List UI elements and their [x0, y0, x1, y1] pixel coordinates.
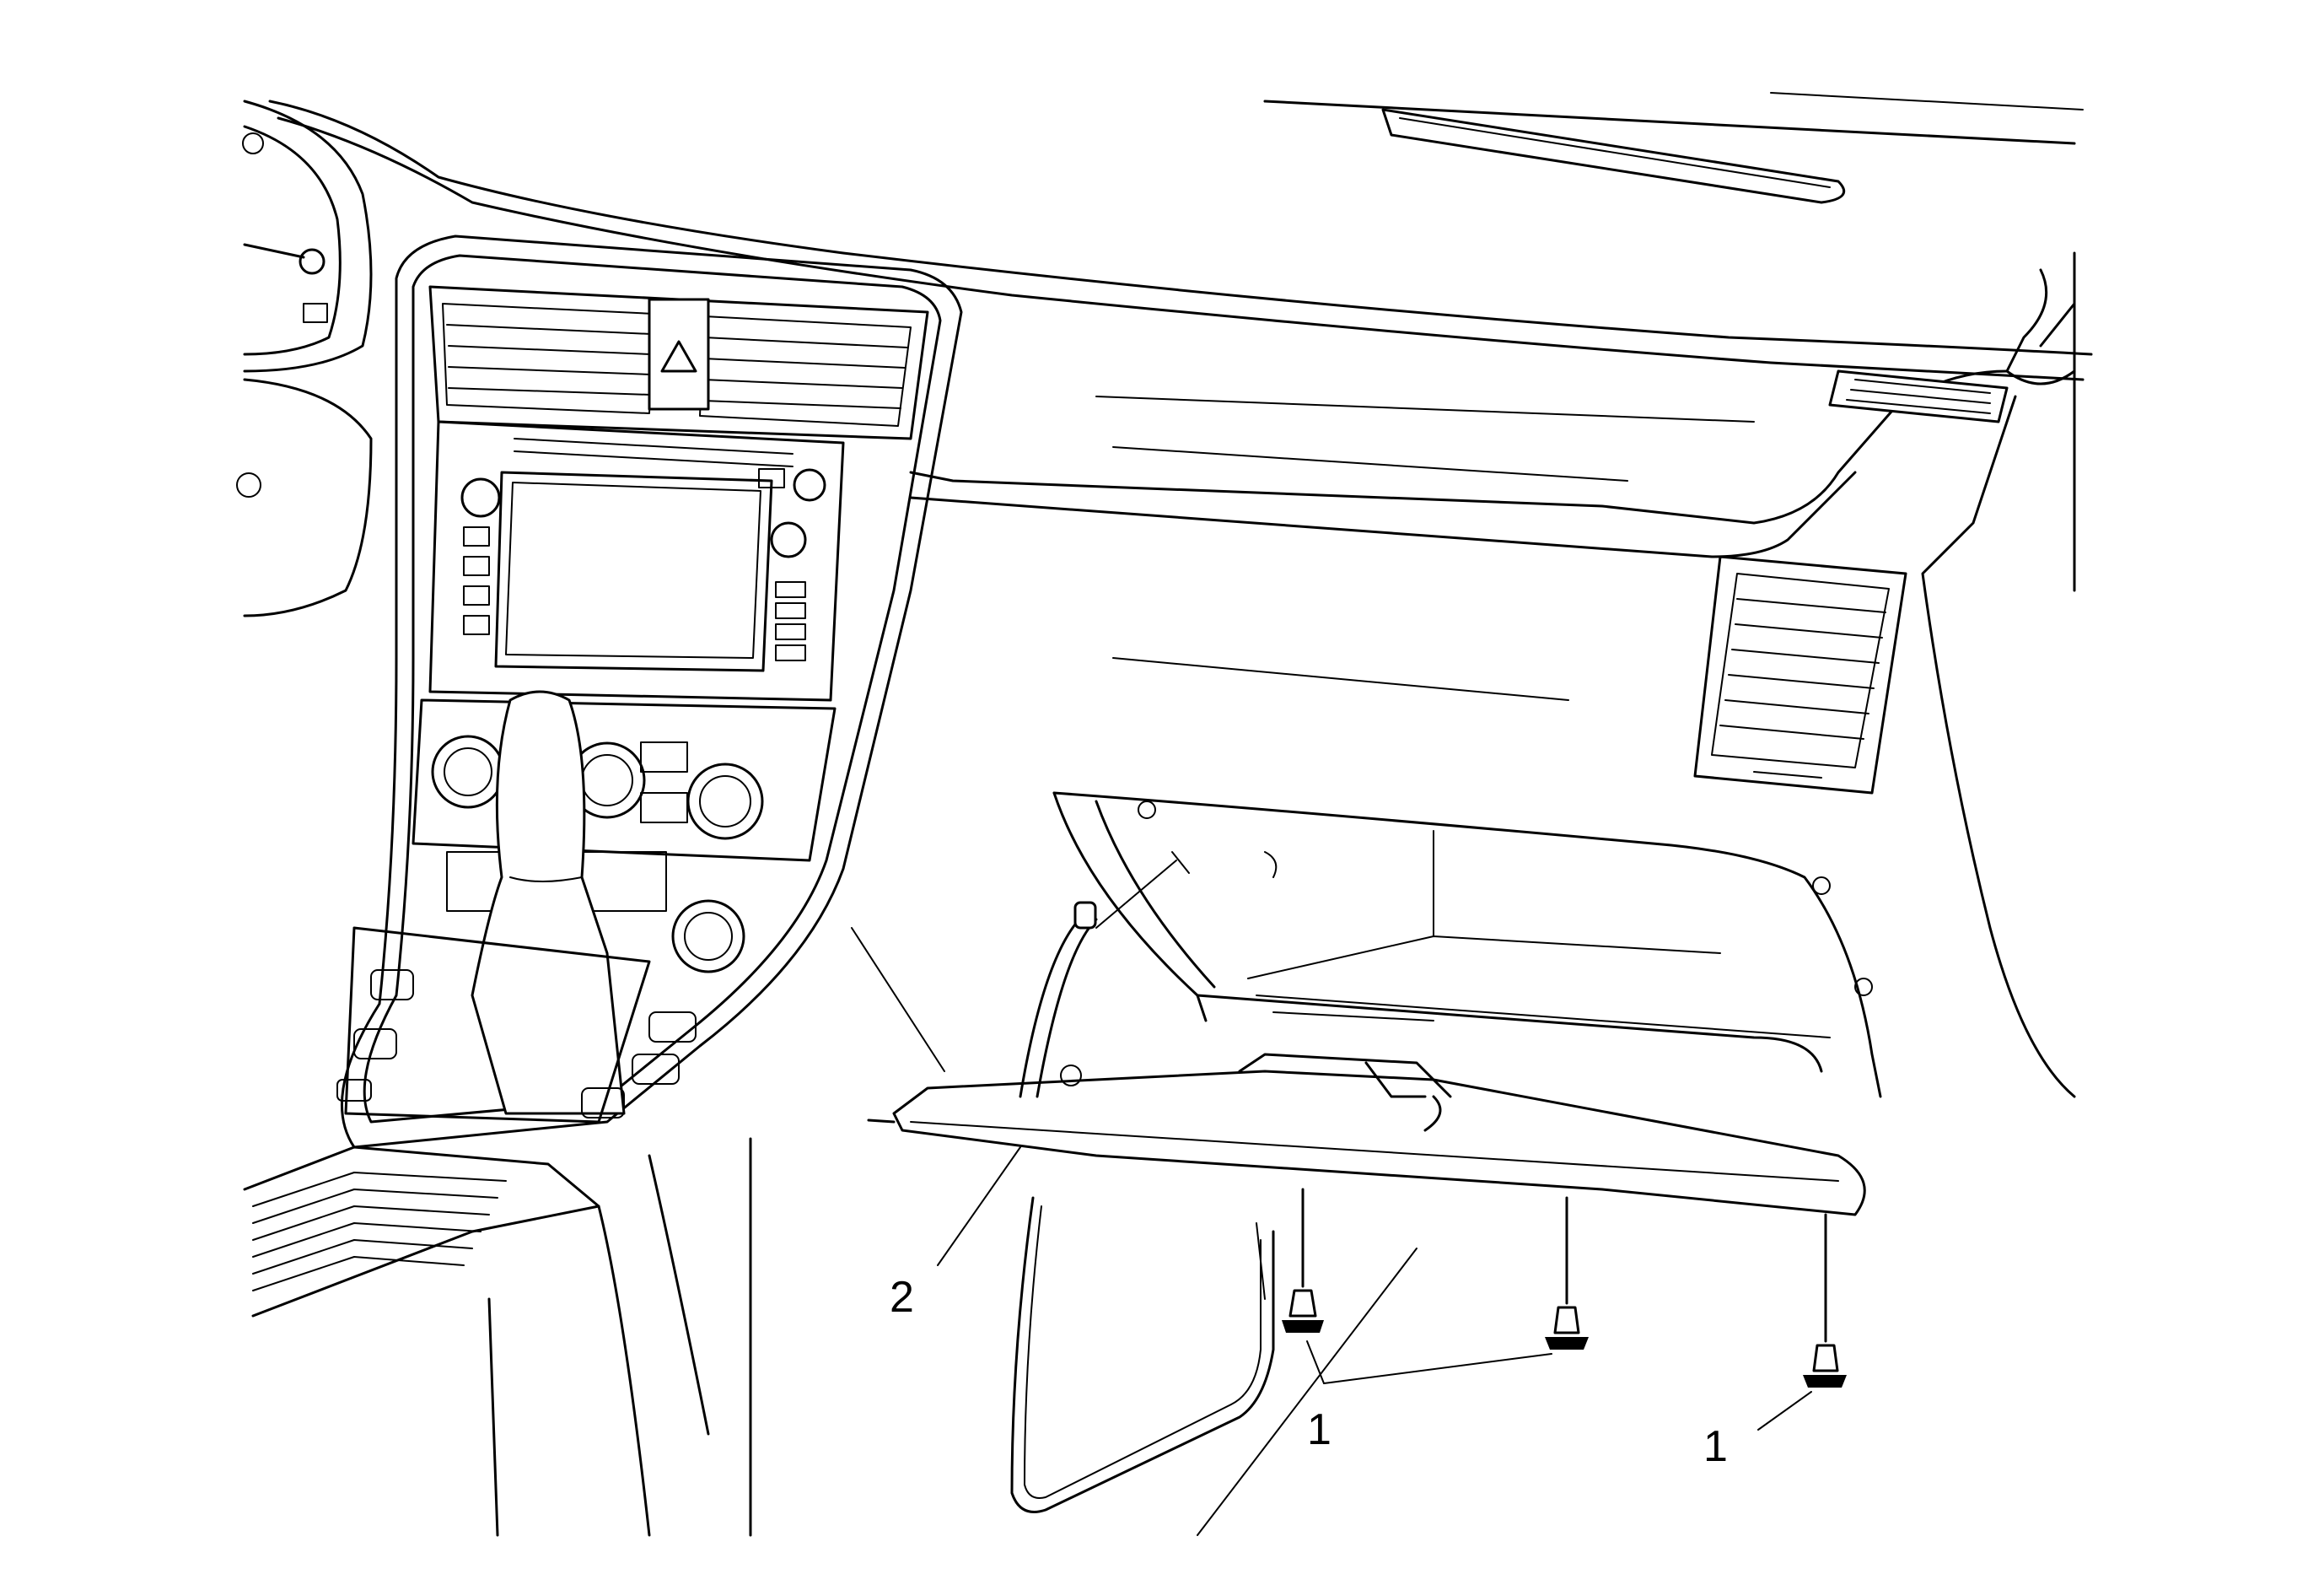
- corner-speaker-grille: [1828, 369, 2009, 423]
- center-stack: [336, 234, 963, 1149]
- lower-console: [243, 1137, 752, 1537]
- center-air-vents: [428, 285, 929, 440]
- hazard-triangle-icon: [660, 340, 697, 373]
- fastener-screw-icon: [1282, 1188, 1847, 1388]
- climate-controls: [412, 698, 837, 973]
- instrument-cluster: [236, 100, 373, 617]
- glovebox-opening: [1052, 791, 1882, 1098]
- glovebox-door-component: [867, 901, 1866, 1513]
- gear-shifter-icon: [336, 690, 697, 1124]
- callout-1-right: 1: [1703, 1422, 1728, 1471]
- passenger-instrument-panel: [909, 302, 2076, 1098]
- dashboard-upper: [268, 92, 2093, 592]
- radio-display-unit: [428, 420, 845, 702]
- callout-2: 2: [890, 1273, 914, 1322]
- right-air-vent: [1693, 555, 1907, 795]
- callout-1-left: 1: [1307, 1405, 1331, 1454]
- callout-leader-lines: [851, 860, 1812, 1536]
